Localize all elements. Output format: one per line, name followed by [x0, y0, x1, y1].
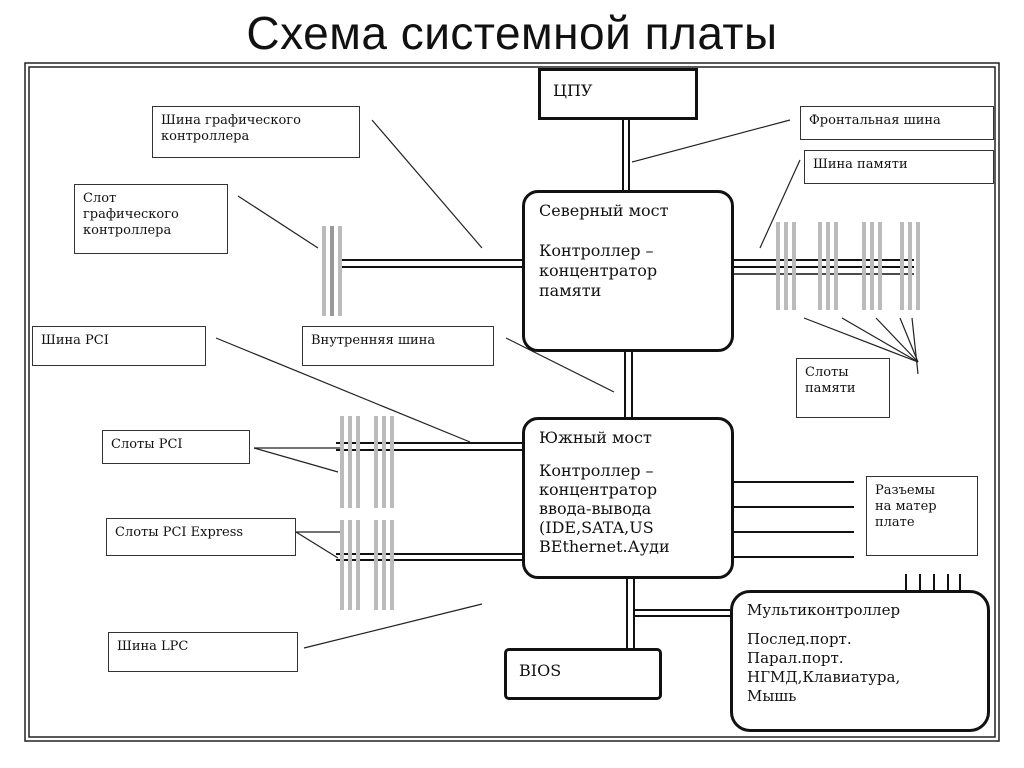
page-title: Схема системной платы [246, 7, 778, 59]
south-bridge-line-2 [539, 447, 717, 461]
north-bridge-line-5: памяти [539, 281, 602, 300]
pci-bus-text: Шина PCI [41, 333, 109, 348]
graphics-slot-line-2: графического [83, 207, 179, 222]
lpc-bus-label: Шина LPC [108, 632, 298, 672]
pcie-slots-text: Слоты PCI Express [115, 525, 244, 540]
pci-bus-label: Шина PCI [32, 326, 206, 366]
board-connectors-line-1: Разъемы [875, 483, 936, 498]
memory-bus-text: Шина памяти [813, 157, 908, 172]
multicontroller-line-1: Мультиконтроллер [747, 601, 901, 619]
board-connectors-line-3: плате [875, 515, 915, 530]
graphics-bus-label: Шина графического контроллера [152, 106, 360, 158]
graphics-slot-label: Слот графического контроллера [74, 184, 228, 254]
board-connectors-line-2: на матер [875, 499, 937, 514]
pcie-slots-label: Слоты PCI Express [106, 518, 296, 556]
lpc-bus-text: Шина LPC [117, 639, 189, 654]
graphics-slot-line-3: контроллера [83, 223, 172, 238]
board-connectors-label: Разъемы на матер плате [866, 476, 978, 556]
south-bridge-line-1: Южный мост [539, 428, 652, 447]
north-bridge-line-3: Контроллер – [539, 241, 654, 260]
diagram-frame: ЦПУ Северный мост Контроллер – концентра… [24, 62, 1000, 742]
south-bridge-line-6: (IDE,SATA,US [539, 518, 654, 537]
front-bus-label: Фронтальная шина [800, 106, 994, 140]
graphics-bus-line-1: Шина графического [161, 113, 301, 128]
south-bridge-node: Южный мост Контроллер – концентратор вво… [522, 417, 734, 579]
multicontroller-line-3: Послед.порт. [747, 630, 852, 648]
multicontroller-line-5: НГМД,Клавиатура, [747, 668, 901, 686]
front-bus-text: Фронтальная шина [809, 113, 941, 128]
south-bridge-line-5: ввода-вывода [539, 499, 652, 518]
cpu-label: ЦПУ [553, 81, 593, 100]
internal-bus-label: Внутренняя шина [302, 326, 494, 366]
north-bridge-node: Северный мост Контроллер – концентратор … [522, 190, 734, 352]
bios-label: BIOS [519, 661, 562, 680]
multicontroller-line-2 [747, 620, 973, 630]
memory-bus-label: Шина памяти [804, 150, 994, 184]
multicontroller-line-6: Мышь [747, 687, 797, 705]
pci-slots-label: Слоты PCI [102, 430, 250, 464]
connection-lines [24, 62, 1000, 742]
north-bridge-line-2 [539, 221, 717, 241]
cpu-node: ЦПУ [538, 68, 698, 120]
internal-bus-text: Внутренняя шина [311, 333, 436, 348]
memory-slots-line-1: Слоты [805, 365, 849, 380]
multicontroller-node: Мультиконтроллер Послед.порт. Парал.порт… [730, 590, 990, 732]
memory-slots-label: Слоты памяти [796, 358, 890, 418]
bios-node: BIOS [504, 648, 662, 700]
multicontroller-line-4: Парал.порт. [747, 649, 844, 667]
memory-slots-line-2: памяти [805, 381, 856, 396]
graphics-slot-line-1: Слот [83, 191, 117, 206]
south-bridge-line-4: концентратор [539, 480, 658, 499]
pci-slots-text: Слоты PCI [111, 437, 183, 452]
north-bridge-line-1: Северный мост [539, 201, 669, 220]
north-bridge-line-4: концентратор [539, 261, 658, 280]
south-bridge-line-7: BEthernet.Ауди [539, 537, 670, 556]
south-bridge-line-3: Контроллер – [539, 461, 654, 480]
graphics-bus-line-2: контроллера [161, 129, 250, 144]
